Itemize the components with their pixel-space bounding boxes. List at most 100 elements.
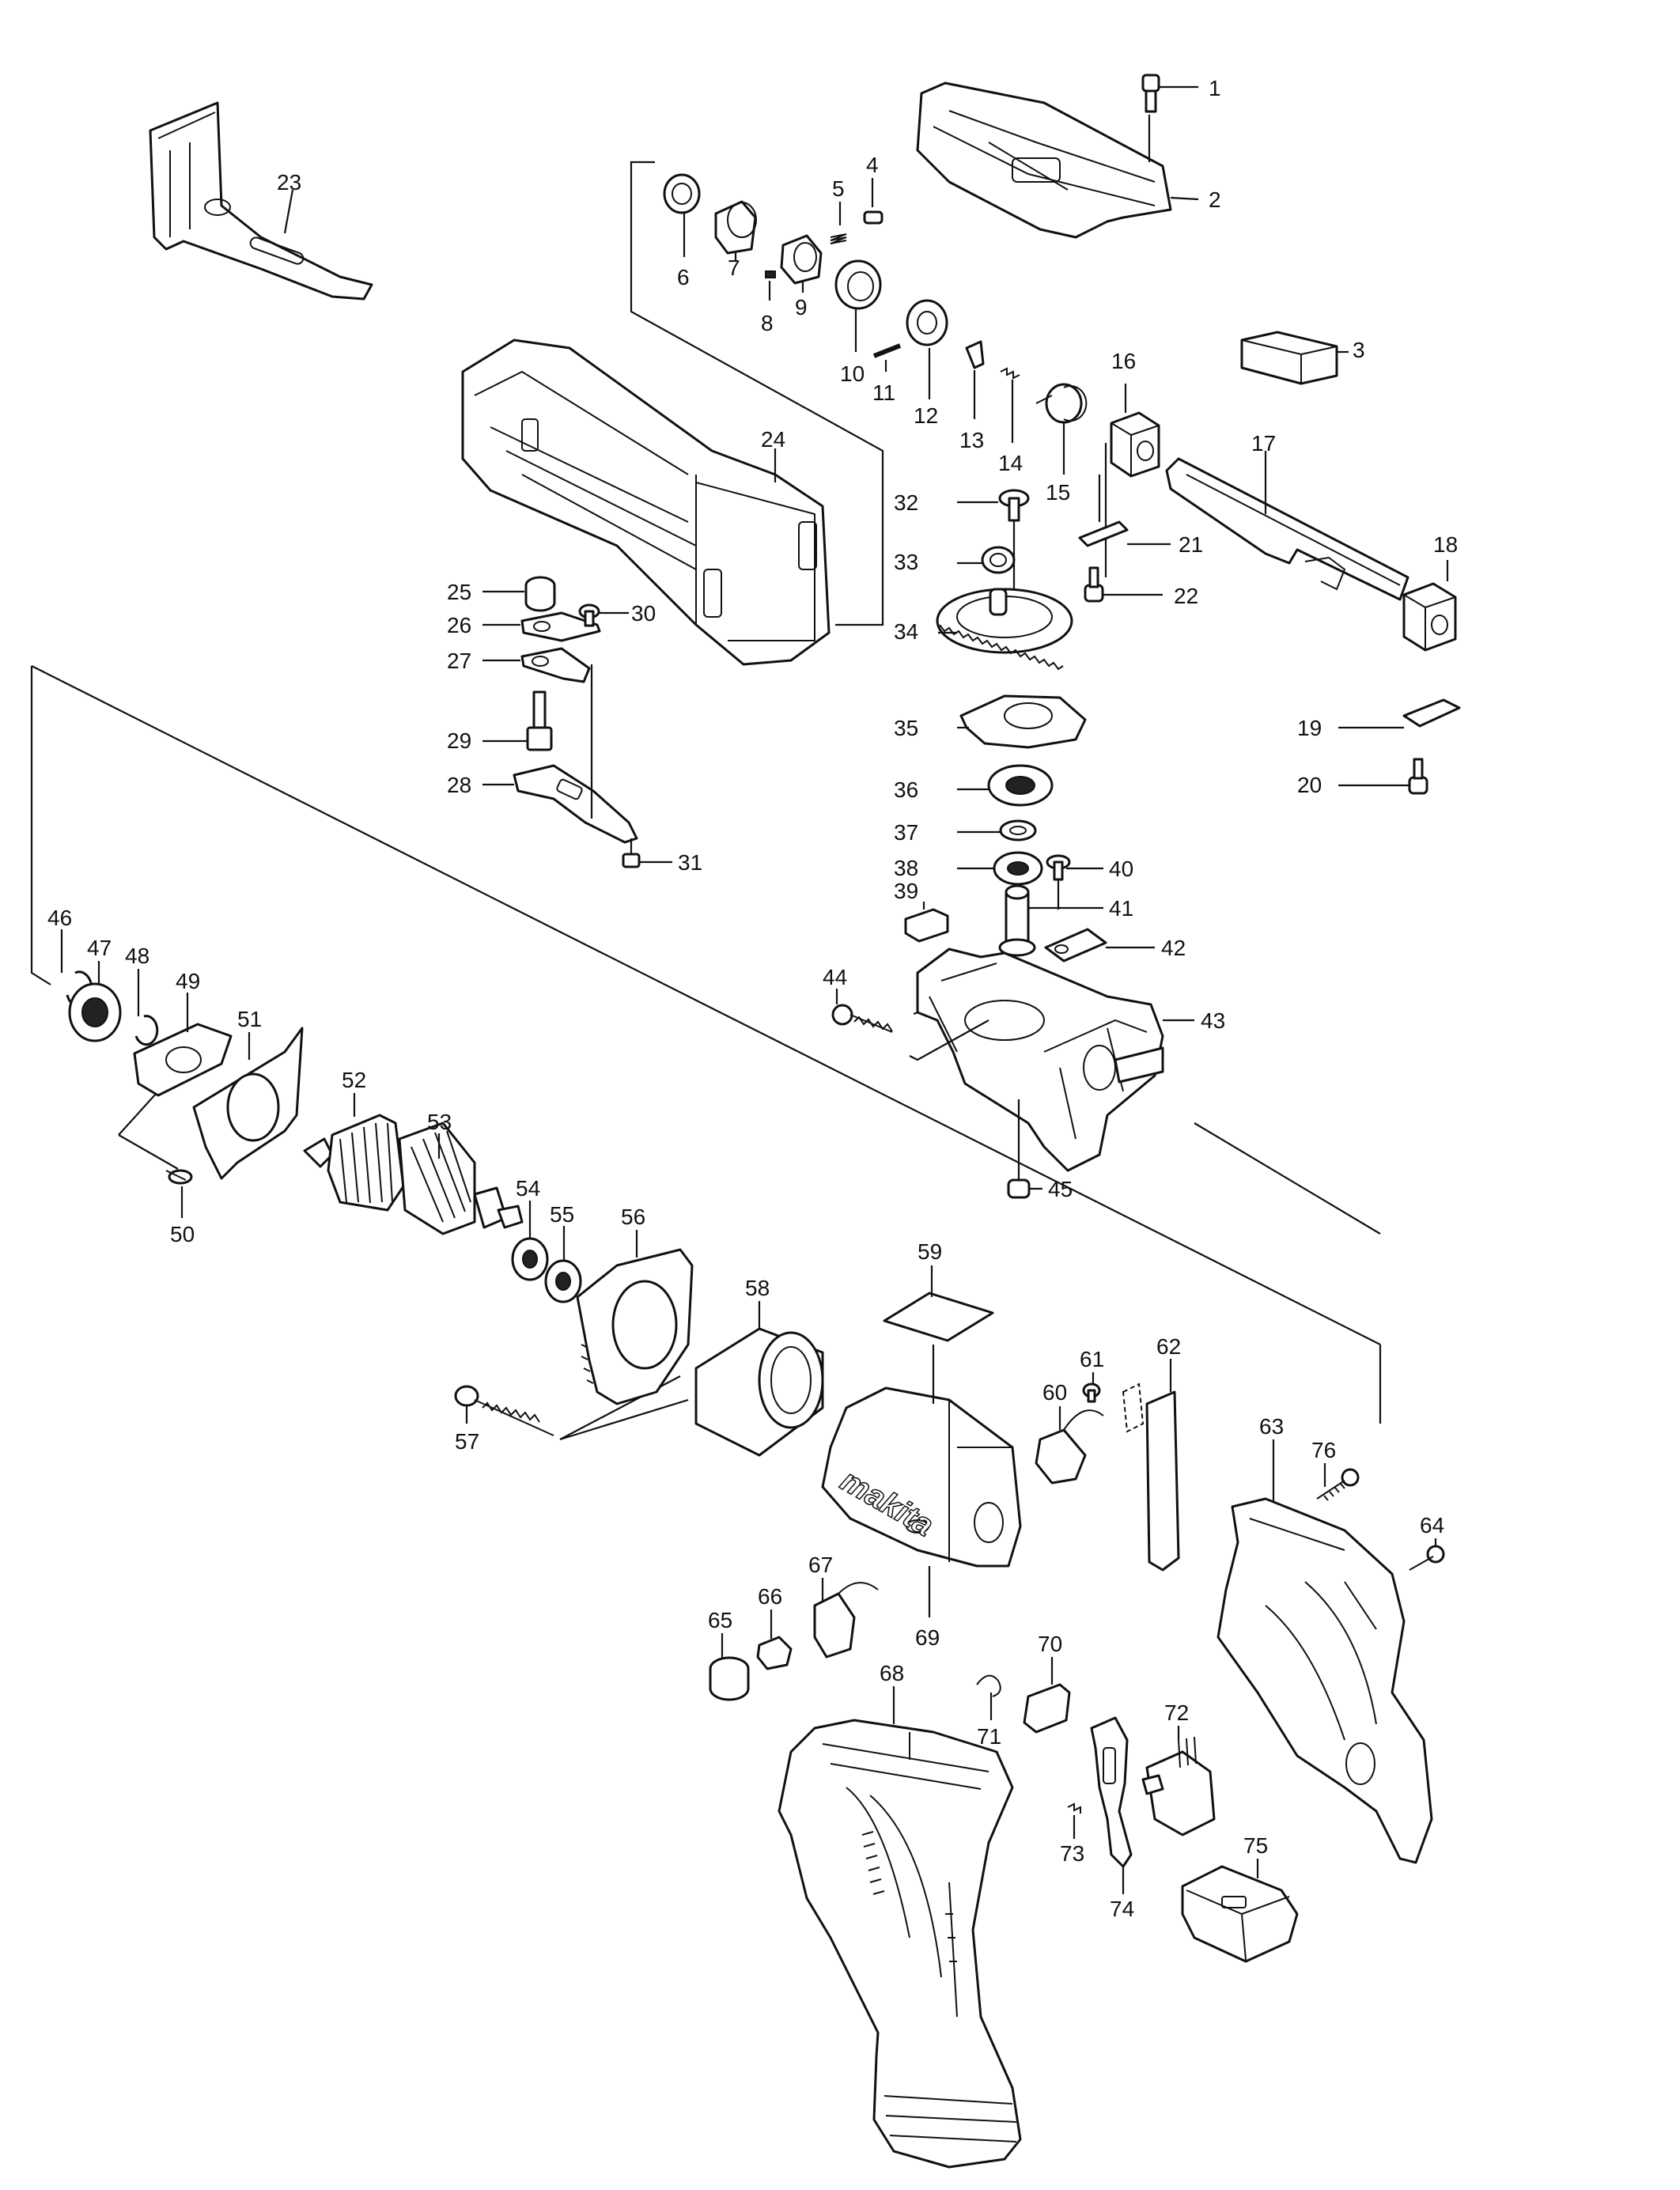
callout-43: 43 [1201, 1008, 1225, 1033]
part-42-plate [1044, 928, 1155, 963]
callout-58: 58 [745, 1276, 770, 1300]
callout-12: 12 [914, 403, 938, 428]
callout-16: 16 [1111, 349, 1136, 373]
part-6-retaining-ring [663, 173, 701, 257]
callout-11: 11 [872, 380, 895, 405]
part-68-handle-housing [778, 1686, 1022, 2169]
part-45-nut [1007, 1099, 1042, 1199]
part-17-plunger-shaft [1165, 451, 1409, 601]
part-66-holder [756, 1609, 793, 1670]
callout-56: 56 [621, 1205, 645, 1229]
callout-37: 37 [894, 820, 918, 845]
part-48-retaining-ring [134, 969, 159, 1046]
part-32-screw [957, 489, 1030, 522]
callout-29: 29 [447, 728, 471, 753]
callout-40: 40 [1109, 857, 1133, 881]
callout-62: 62 [1156, 1334, 1181, 1359]
callout-47: 47 [87, 936, 112, 960]
part-7-sleeve [714, 200, 757, 261]
part-26-plate [482, 611, 601, 642]
callout-18: 18 [1433, 532, 1458, 557]
callout-45: 45 [1048, 1177, 1073, 1201]
part-28-shoe-lever [482, 664, 638, 844]
callout-19: 19 [1297, 716, 1322, 740]
part-36-ball-bearing [957, 764, 1054, 807]
part-40-screw [1046, 854, 1103, 910]
callout-48: 48 [125, 944, 149, 968]
callout-36: 36 [894, 777, 918, 802]
callout-34: 34 [894, 619, 918, 644]
callout-30: 30 [631, 601, 656, 626]
part-67-terminal-connector [813, 1578, 879, 1659]
callout-67: 67 [808, 1553, 833, 1577]
callout-42: 42 [1161, 936, 1186, 960]
callout-75: 75 [1243, 1833, 1268, 1858]
callout-33: 33 [894, 550, 918, 574]
part-20-screw [1338, 758, 1428, 795]
callout-17: 17 [1251, 431, 1276, 456]
callout-28: 28 [447, 773, 471, 797]
grouping-lines [30, 161, 1382, 1441]
callout-69: 69 [915, 1625, 940, 1650]
part-3-block [1240, 331, 1349, 385]
callout-70: 70 [1038, 1632, 1062, 1656]
callout-35: 35 [894, 716, 918, 740]
callout-14: 14 [998, 451, 1023, 475]
callout-22: 22 [1174, 584, 1198, 608]
part-73-spring [1067, 1802, 1081, 1839]
callout-21: 21 [1179, 532, 1203, 557]
part-22-screw [1084, 566, 1163, 603]
callout-68: 68 [880, 1661, 904, 1685]
part-69-motor-housing: makita [821, 1345, 1022, 1617]
part-15-torsion-spring [1035, 383, 1088, 475]
part-35-bearing-retainer [957, 694, 1087, 749]
part-59-label-sheet [883, 1265, 994, 1342]
callout-labels: 1 2 3 4 5 6 7 8 9 10 11 12 13 14 15 16 1… [47, 76, 1458, 1921]
part-39-block [904, 902, 949, 943]
callout-57: 57 [455, 1429, 479, 1454]
callout-23: 23 [277, 170, 301, 195]
part-14-spring [1000, 367, 1020, 443]
part-65-rubber-cap [709, 1633, 750, 1701]
part-75-battery-terminal [1181, 1859, 1299, 1963]
callout-71: 71 [977, 1724, 1001, 1749]
callout-74: 74 [1110, 1897, 1134, 1921]
callout-6: 6 [677, 265, 690, 289]
callout-50: 50 [170, 1222, 195, 1246]
part-23-shoe-bracket [149, 101, 373, 301]
part-54-ball-bearing [511, 1201, 549, 1281]
part-13-clip [965, 340, 985, 419]
callout-72: 72 [1164, 1700, 1189, 1725]
callout-55: 55 [550, 1202, 574, 1227]
callout-39: 39 [894, 879, 918, 903]
callout-7: 7 [728, 255, 740, 280]
callout-76: 76 [1311, 1438, 1336, 1462]
callout-32: 32 [894, 490, 918, 515]
part-30-screw [578, 603, 629, 627]
callout-53: 53 [427, 1110, 452, 1134]
part-12-flanged-bushing [906, 299, 948, 399]
part-55-ball-bearing [544, 1226, 582, 1303]
callout-59: 59 [918, 1239, 942, 1264]
callout-73: 73 [1060, 1841, 1084, 1866]
part-58-field-sleeve [694, 1301, 824, 1457]
callout-31: 31 [678, 850, 702, 875]
part-25-collar [482, 576, 556, 612]
part-50-screw [165, 1169, 193, 1218]
part-74-trigger [1090, 1716, 1133, 1894]
callout-26: 26 [447, 613, 471, 637]
part-60-switch-assembly [1035, 1406, 1104, 1485]
callout-49: 49 [176, 969, 200, 993]
callout-27: 27 [447, 649, 471, 673]
callout-9: 9 [795, 295, 808, 320]
part-53-armature [398, 1121, 524, 1235]
part-29-bolt [482, 690, 553, 751]
part-31-nut [622, 838, 672, 868]
callout-13: 13 [959, 428, 984, 452]
callout-60: 60 [1042, 1380, 1067, 1405]
part-1-screw [1141, 74, 1198, 113]
callout-3: 3 [1353, 338, 1365, 362]
callout-8: 8 [761, 311, 774, 335]
part-56-fan-baffle [576, 1230, 694, 1405]
